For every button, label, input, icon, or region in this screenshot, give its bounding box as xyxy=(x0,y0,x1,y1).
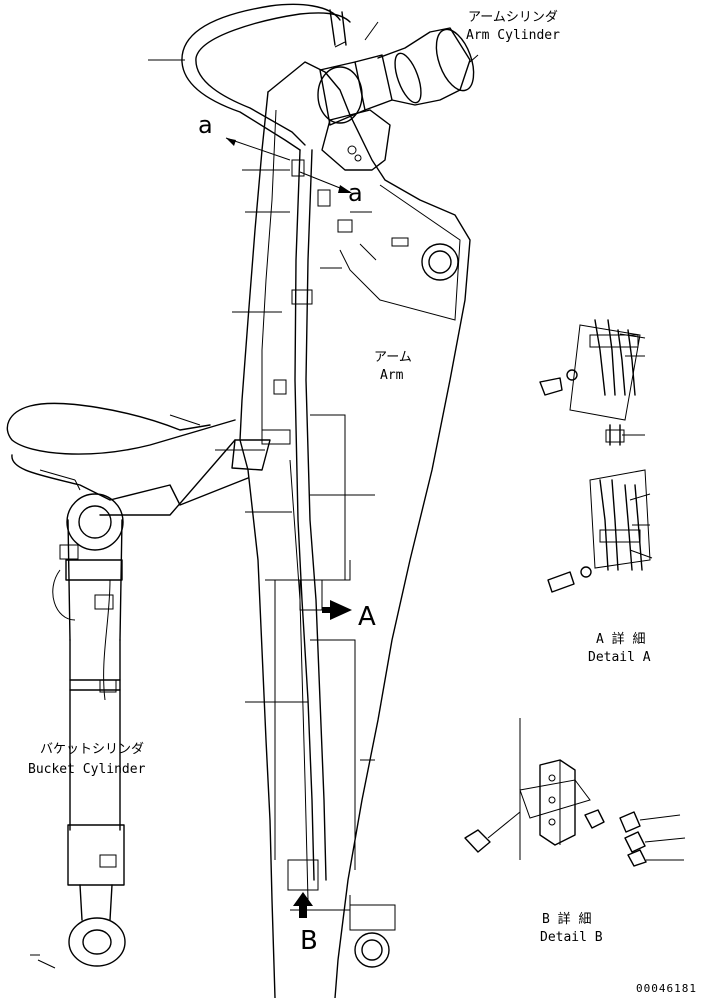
detail-a-label-en: Detail A xyxy=(588,650,651,665)
detail-b-drawing xyxy=(464,718,686,867)
detail-a-drawing xyxy=(539,319,653,593)
arm-cylinder-label-jp: アームシリンダ xyxy=(468,10,558,25)
view-B-arrow xyxy=(293,892,313,918)
arm-label-jp: アーム xyxy=(374,350,412,365)
arm-pipes xyxy=(261,149,409,891)
detail-b-label-en: Detail B xyxy=(540,930,603,945)
bucket-cylinder xyxy=(30,469,126,969)
drawing-number: 00046181 xyxy=(636,982,697,995)
view-B-label: B xyxy=(300,926,318,956)
detail-a-label-jp: A 詳 細 xyxy=(596,632,646,647)
arm-label-en: Arm xyxy=(380,368,404,383)
view-A-label: A xyxy=(358,602,376,632)
arm-cylinder-label-en: Arm Cylinder xyxy=(466,28,560,43)
view-A-arrow xyxy=(322,600,352,620)
arm-cylinder xyxy=(317,27,479,171)
bucket-cylinder-label-jp: バケットシリンダ xyxy=(40,742,145,757)
bucket-cylinder-label-en: Bucket Cylinder xyxy=(28,762,146,777)
upper-hose-loop xyxy=(181,3,351,151)
view-a-label-lower: a xyxy=(348,179,363,207)
detail-b-label-jp: B 詳 細 xyxy=(542,912,592,927)
view-a-label-upper: a xyxy=(198,111,213,139)
lower-hose-loop xyxy=(6,402,249,516)
leader-lines xyxy=(148,21,379,761)
view-arrows xyxy=(225,137,352,918)
